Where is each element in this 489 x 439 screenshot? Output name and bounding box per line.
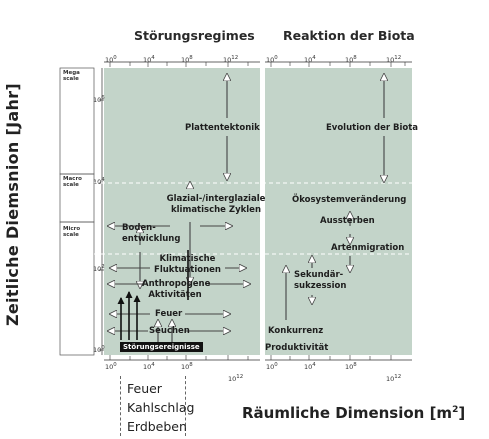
tick-bottom-left-2: 104: [143, 362, 155, 372]
label-secondary-succession: Sekundär- sukzession: [294, 270, 347, 291]
tick-top-left-3: 108: [181, 55, 193, 65]
tick-y-2: 104: [93, 177, 105, 187]
tick-y-1: 106: [93, 95, 105, 105]
label-climate-fluctuations: Klimatische Fluktuationen: [154, 254, 221, 275]
scale-macro: Macro scale: [63, 176, 82, 188]
event-examples-box: [120, 376, 186, 436]
tick-bottom-right-1: 100: [266, 362, 278, 372]
tick-top-right-4: 1012: [386, 55, 402, 65]
tick-y-3: 102: [93, 264, 105, 274]
tick-bottom-right-4: 1012: [386, 374, 402, 384]
tick-bottom-left-4: 1012: [228, 374, 244, 384]
label-extinction: Aussterben: [320, 216, 375, 226]
label-ecosystem-change: Ökosystemveränderung: [292, 195, 407, 205]
label-productivity: Produktivität: [265, 343, 329, 353]
label-plate-tectonics: Plattentektonik: [185, 123, 260, 133]
label-competition: Konkurrenz: [268, 326, 324, 336]
disturbance-arrows: [108, 74, 250, 342]
disturbance-panel: [104, 68, 260, 355]
header-disturbance-regimes: Störungsregimes: [134, 28, 255, 43]
biota-panel: [265, 68, 412, 355]
tick-bottom-left-1: 100: [105, 362, 117, 372]
tick-bottom-right-3: 108: [345, 362, 357, 372]
x-axis-title: Räumliche Dimension [m2]: [242, 404, 466, 422]
label-glacial-cycles: Glazial-/interglaziale klimatische Zykle…: [166, 194, 266, 215]
biota-arrows: [286, 74, 384, 320]
tick-top-right-1: 100: [266, 55, 278, 65]
label-soil-development: Boden- entwicklung: [122, 223, 181, 244]
tick-top-left-1: 100: [105, 55, 117, 65]
label-fire: Feuer: [155, 309, 183, 319]
tick-top-left-4: 1012: [223, 55, 239, 65]
tick-top-right-2: 104: [304, 55, 316, 65]
dashed-scale-lines: [94, 182, 412, 255]
scale-boxes: [59, 67, 95, 356]
example-earthquake: Erdbeben: [127, 419, 187, 434]
tick-top-left-2: 104: [143, 55, 155, 65]
tick-bottom-right-2: 104: [304, 362, 316, 372]
label-evolution: Evolution der Biota: [326, 123, 419, 133]
example-fire: Feuer: [127, 381, 162, 396]
tick-y-4: 100: [93, 345, 105, 355]
black-arrows: [117, 250, 189, 340]
header-biota-reaction: Reaktion der Biota: [283, 28, 415, 43]
scale-micro: Micro scale: [63, 226, 81, 238]
label-epidemics: Seuchen: [149, 326, 190, 336]
example-clearcut: Kahlschlag: [127, 400, 195, 415]
label-anthropogenic-activities: Anthropogene Aktivitäten: [142, 279, 211, 300]
scale-mega: Mega scale: [63, 70, 80, 82]
tick-bottom-left-3: 108: [181, 362, 193, 372]
y-axis: [99, 68, 104, 355]
tick-top-right-3: 108: [345, 55, 357, 65]
label-disturbance-events: Störungsereignisse: [120, 342, 203, 352]
label-species-migration: Artenmigration: [331, 243, 405, 253]
